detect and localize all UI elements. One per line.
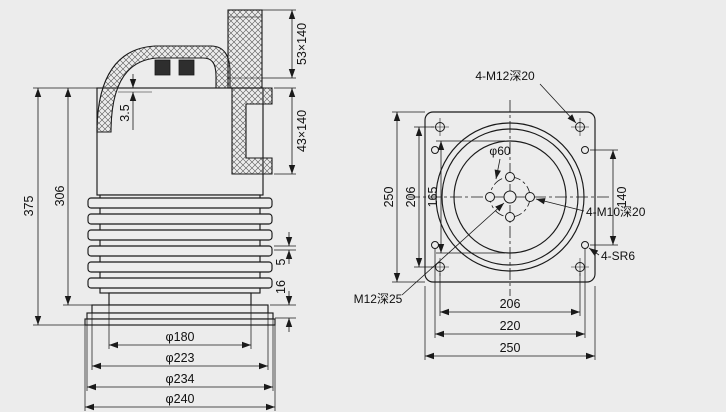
callout-bolt-circle-label: φ60 [489, 144, 510, 158]
m10-hole [525, 192, 535, 202]
rib [87, 277, 273, 289]
dim-220-label: 220 [500, 319, 521, 333]
terminal-stem [227, 9, 263, 89]
dim-5-label: 5 [274, 258, 288, 265]
support-bump [581, 241, 589, 249]
right-view: 250 206 165 140 206 220 250 4-M12深20 φ60 [354, 69, 646, 360]
rib [87, 261, 273, 273]
callout-corner-holes-label: 4-M12深20 [475, 69, 535, 83]
mounting-bracket [231, 87, 273, 175]
rib [87, 197, 273, 209]
dim-165-label: 165 [426, 187, 440, 208]
support-bump [431, 146, 439, 154]
callout-bolt-circle-leader [494, 158, 501, 180]
dim-375-label: 375 [22, 196, 36, 217]
callout-supports-label: 4-SR6 [601, 249, 635, 263]
rib [87, 245, 273, 257]
dim-3_5-label: 3.5 [118, 104, 132, 121]
callout-corner-holes-leader [539, 83, 577, 124]
dim-d223-label: φ223 [166, 351, 195, 365]
rib [87, 213, 273, 225]
flange-phi223 [91, 304, 269, 314]
callout-center-hole-leader [401, 202, 505, 296]
m10-hole [505, 212, 515, 222]
dim-140-label: 140 [615, 187, 629, 208]
corner-holes [431, 118, 589, 276]
dim-206b-label: 206 [500, 297, 521, 311]
base-phi240 [84, 318, 276, 326]
dim-43-label: 43×140 [295, 110, 309, 152]
dome-section [96, 45, 231, 133]
rib-core [99, 194, 261, 294]
dim-d234-label: φ234 [166, 372, 195, 386]
boss-circle-165 [453, 140, 567, 254]
terminal-pad [154, 59, 171, 76]
flange-phi234 [86, 312, 274, 320]
dim-250l-label: 250 [382, 187, 396, 208]
left-view: 375 306 3.5 53×140 43×140 5 16 [22, 9, 309, 411]
dim-206l-label: 206 [404, 187, 418, 208]
skirt-phi180 [108, 292, 252, 306]
support-bump [431, 241, 439, 249]
dim-16-label: 16 [274, 280, 288, 294]
terminal-pad [178, 59, 195, 76]
callout-face-holes-leader [535, 198, 585, 212]
dim-d240-label: φ240 [166, 392, 195, 406]
dim-53-label: 53×140 [295, 23, 309, 65]
callout-center-hole-label: M12深25 [354, 292, 403, 306]
dim-250b-label: 250 [500, 341, 521, 355]
m10-hole [485, 192, 495, 202]
center-m12-hole [503, 190, 517, 204]
corner-hole-crosshair [431, 118, 589, 276]
m10-hole [505, 172, 515, 182]
callout-face-holes-label: 4-M10深20 [586, 205, 646, 219]
rib [87, 229, 273, 241]
callout-supports-leader [588, 247, 600, 256]
dim-d180-label: φ180 [166, 330, 195, 344]
body-circle-outer [435, 122, 585, 272]
support-bump [581, 146, 589, 154]
dim-306-label: 306 [53, 186, 67, 207]
